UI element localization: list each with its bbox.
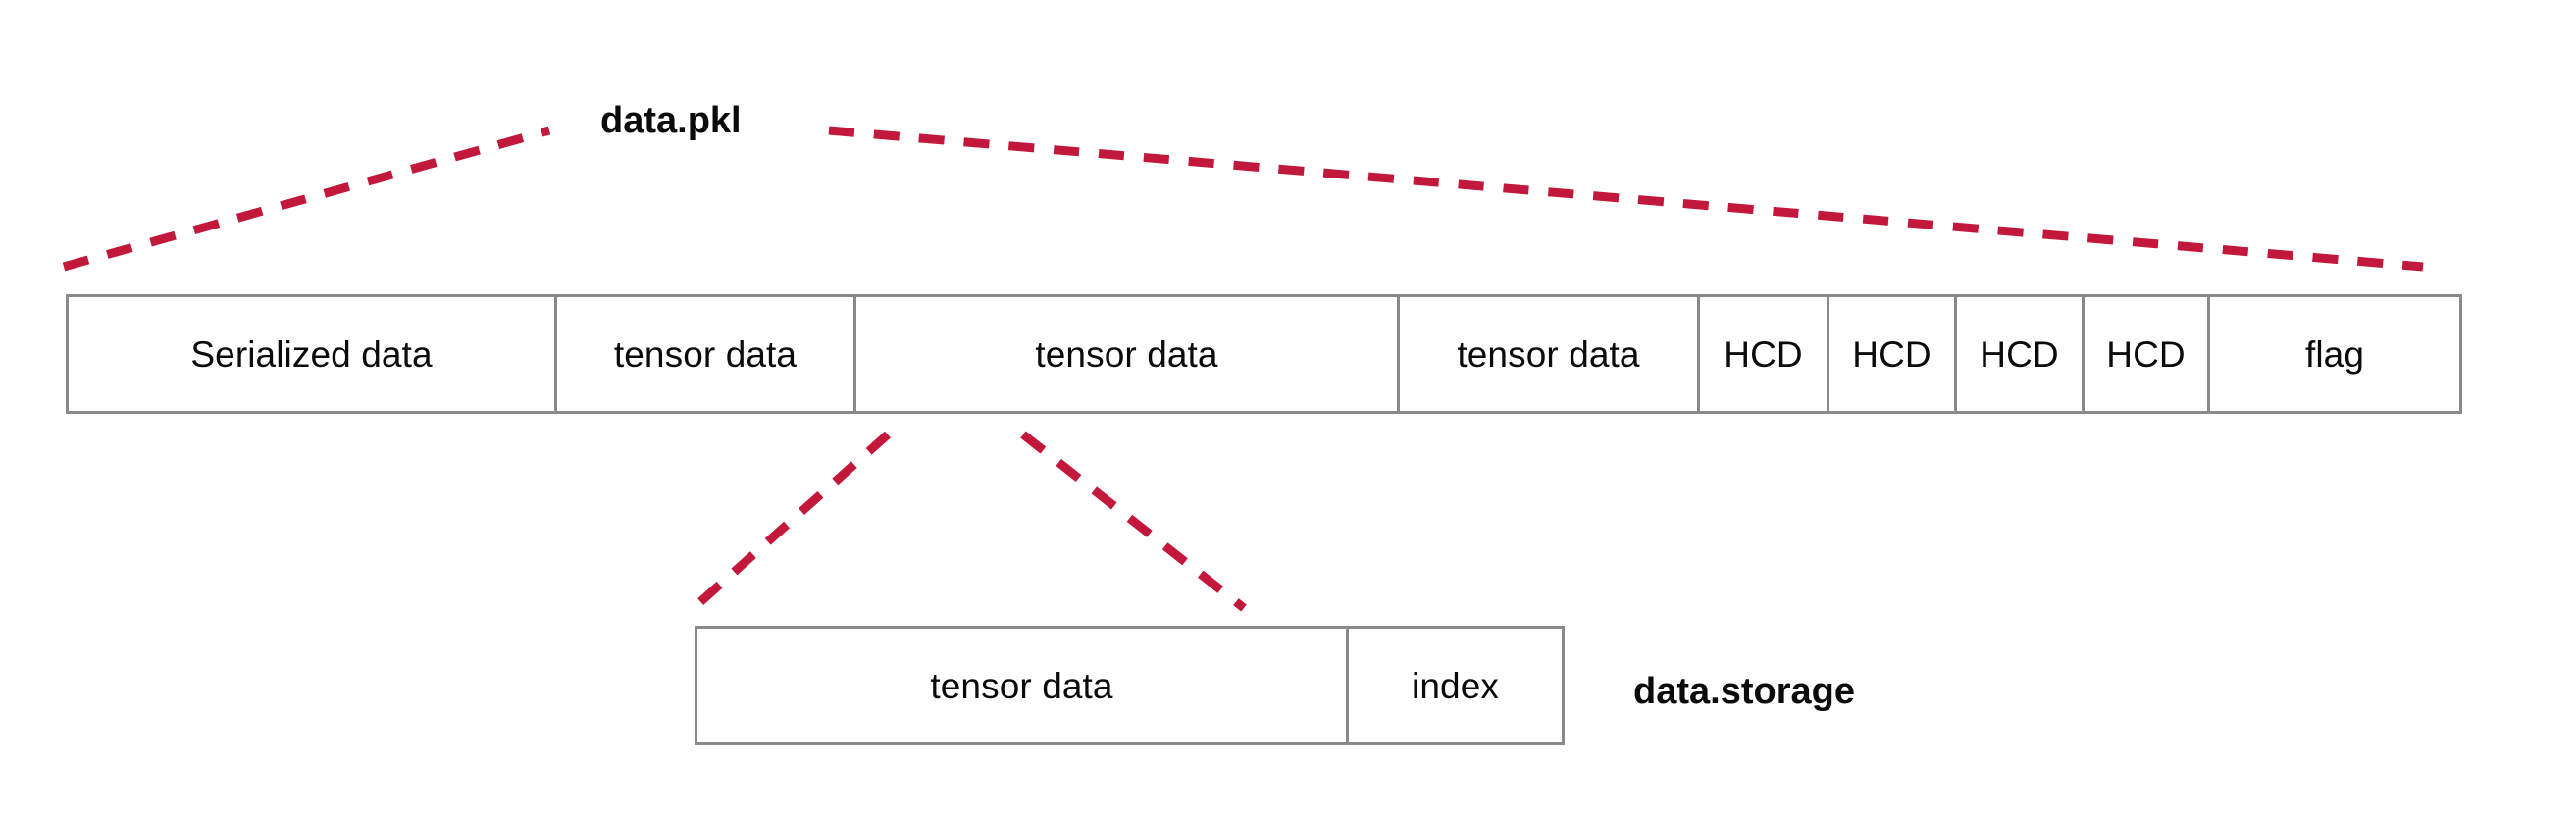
data-pkl-label: data.pkl <box>600 100 742 141</box>
cell-label: tensor data <box>1035 333 1218 375</box>
storage-cell-index: index <box>1349 629 1562 742</box>
cell-label: HCD <box>1852 333 1932 375</box>
cell-hcd-1: HCD <box>1700 297 1829 411</box>
cell-tensor-data-1: tensor data <box>557 297 856 411</box>
cell-hcd-4: HCD <box>2085 297 2210 411</box>
cell-label: tensor data <box>613 333 798 375</box>
cell-hcd-2: HCD <box>1829 297 1957 411</box>
cell-tensor-data-3: tensor data <box>1400 297 1700 411</box>
cell-label: Serialized data <box>190 333 433 375</box>
cell-label: flag <box>2304 333 2365 375</box>
cell-flag: flag <box>2210 297 2459 411</box>
data-storage-bar: tensor data index <box>695 626 1565 745</box>
cell-label: index <box>1412 665 1499 706</box>
data-pkl-bar: Serialized data tensor data tensor data … <box>66 294 2462 414</box>
cell-tensor-data-2: tensor data <box>856 297 1400 411</box>
storage-leader-right-line <box>1020 431 1247 612</box>
cell-hcd-3: HCD <box>1957 297 2085 411</box>
pkl-leader-right-line <box>828 126 2424 272</box>
cell-label: HCD <box>1980 333 2059 375</box>
storage-cell-tensor-data: tensor data <box>697 629 1349 742</box>
cell-label: tensor data <box>930 665 1113 706</box>
storage-leader-left-line <box>691 431 891 612</box>
cell-label: HCD <box>2106 333 2186 375</box>
cell-serialized-data: Serialized data <box>69 297 557 411</box>
pkl-leader-left-line <box>62 126 551 272</box>
cell-label: HCD <box>1724 333 1803 375</box>
data-storage-label: data.storage <box>1633 671 1855 712</box>
cell-label: tensor data <box>1457 333 1640 375</box>
